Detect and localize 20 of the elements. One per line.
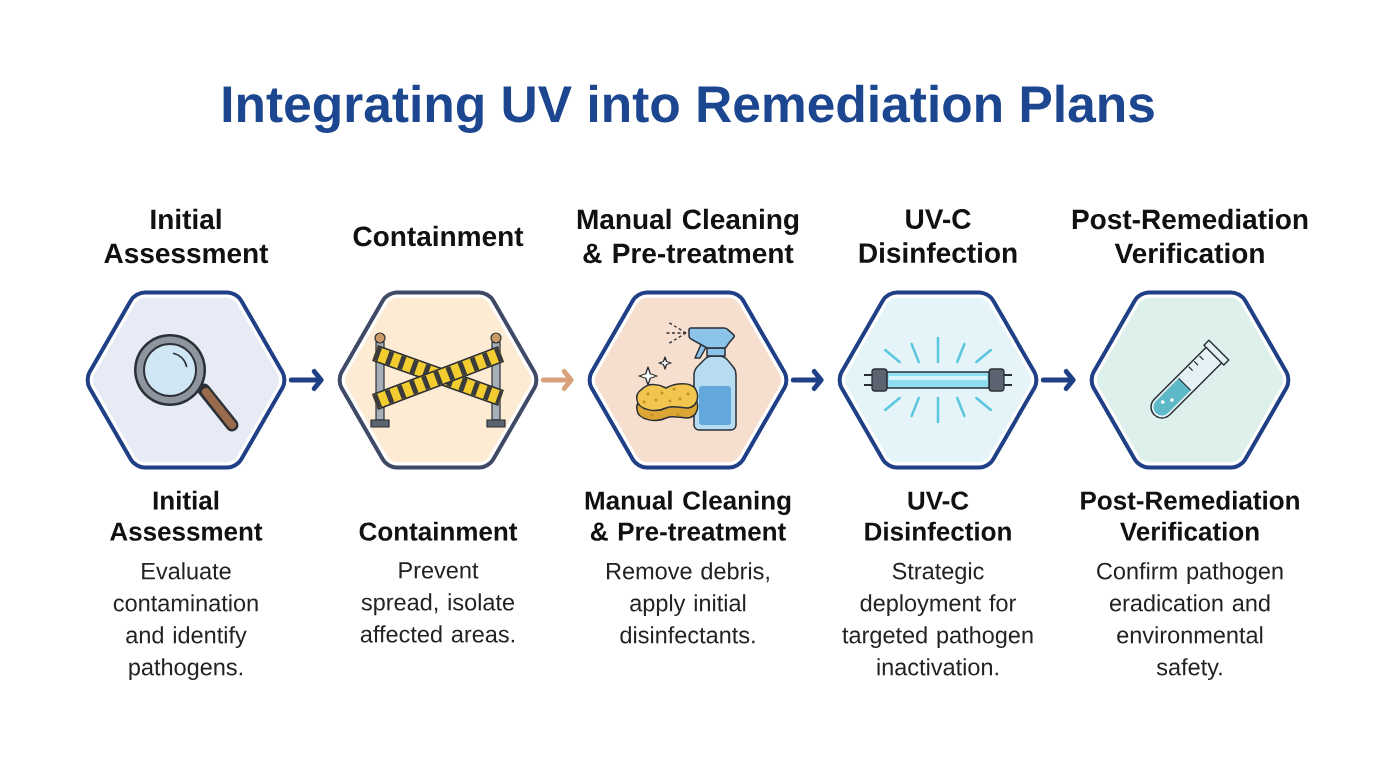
step-title: Manual Cleaning & Pre-treatment xyxy=(577,208,799,264)
arrow xyxy=(1040,369,1076,391)
step-description: Confirm pathogen eradication and environmental safety. xyxy=(1097,562,1283,681)
step-title: Manual Cleaning & Pre-treatment xyxy=(585,490,791,541)
step-description: Prevent spread, isolate affected areas. xyxy=(360,562,514,643)
arrow xyxy=(790,369,824,391)
step-title: Containment xyxy=(353,225,524,247)
title: Integrating UV into Remediation Plans xyxy=(223,84,1154,133)
step-description: Strategic deployment for targeted pathogen inactivation. xyxy=(842,562,1033,676)
step-title: Initial Assessment xyxy=(104,208,269,264)
step-description: Remove debris, apply initial disinfectants. xyxy=(607,562,769,644)
step-title: UV-C Disinfection xyxy=(859,209,1017,263)
arrow xyxy=(288,369,324,391)
step-title: Post-Remediation Verification xyxy=(1081,490,1299,541)
step-description: Evaluate contamination and identify pathogens. xyxy=(113,562,258,681)
arrow xyxy=(540,369,574,391)
step-title: Containment xyxy=(359,521,518,541)
step-title: UV-C Disinfection xyxy=(865,491,1011,541)
step-title: Initial Assessment xyxy=(110,490,263,541)
step-title: Post-Remediation Verification xyxy=(1072,208,1308,264)
